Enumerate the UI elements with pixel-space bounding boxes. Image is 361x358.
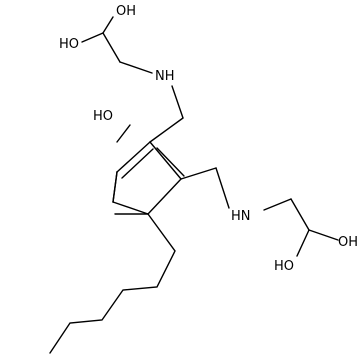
bond xyxy=(112,201,149,215)
bond xyxy=(119,61,153,74)
bond xyxy=(290,198,310,231)
bond xyxy=(215,167,230,209)
amine-label: NH xyxy=(155,69,175,84)
bond xyxy=(263,198,292,211)
bond xyxy=(147,178,182,215)
bond xyxy=(171,85,184,119)
phenol-bond xyxy=(116,124,131,143)
bond xyxy=(102,16,114,34)
bond xyxy=(308,229,339,241)
bond xyxy=(149,117,184,143)
phenol-hydroxyl-label: HO xyxy=(93,109,113,124)
bond xyxy=(81,32,104,43)
bond xyxy=(116,141,151,173)
heptyl-chain xyxy=(49,213,176,354)
right-diol-arm xyxy=(180,167,339,257)
bond xyxy=(121,148,154,179)
hydroxyl-label: OH xyxy=(116,4,136,19)
bond xyxy=(102,32,121,63)
bond xyxy=(180,167,217,180)
bond xyxy=(296,229,310,257)
top-diol-arm xyxy=(81,16,184,119)
hydroxyl-label: OH xyxy=(338,235,358,250)
benzene-ring xyxy=(112,117,185,215)
bond xyxy=(156,147,185,177)
bond xyxy=(149,141,182,180)
bond xyxy=(112,171,118,203)
hydroxyl-label: HO xyxy=(274,259,294,274)
amine-label: HN xyxy=(231,209,251,224)
hydroxyl-label: HO xyxy=(59,37,79,52)
